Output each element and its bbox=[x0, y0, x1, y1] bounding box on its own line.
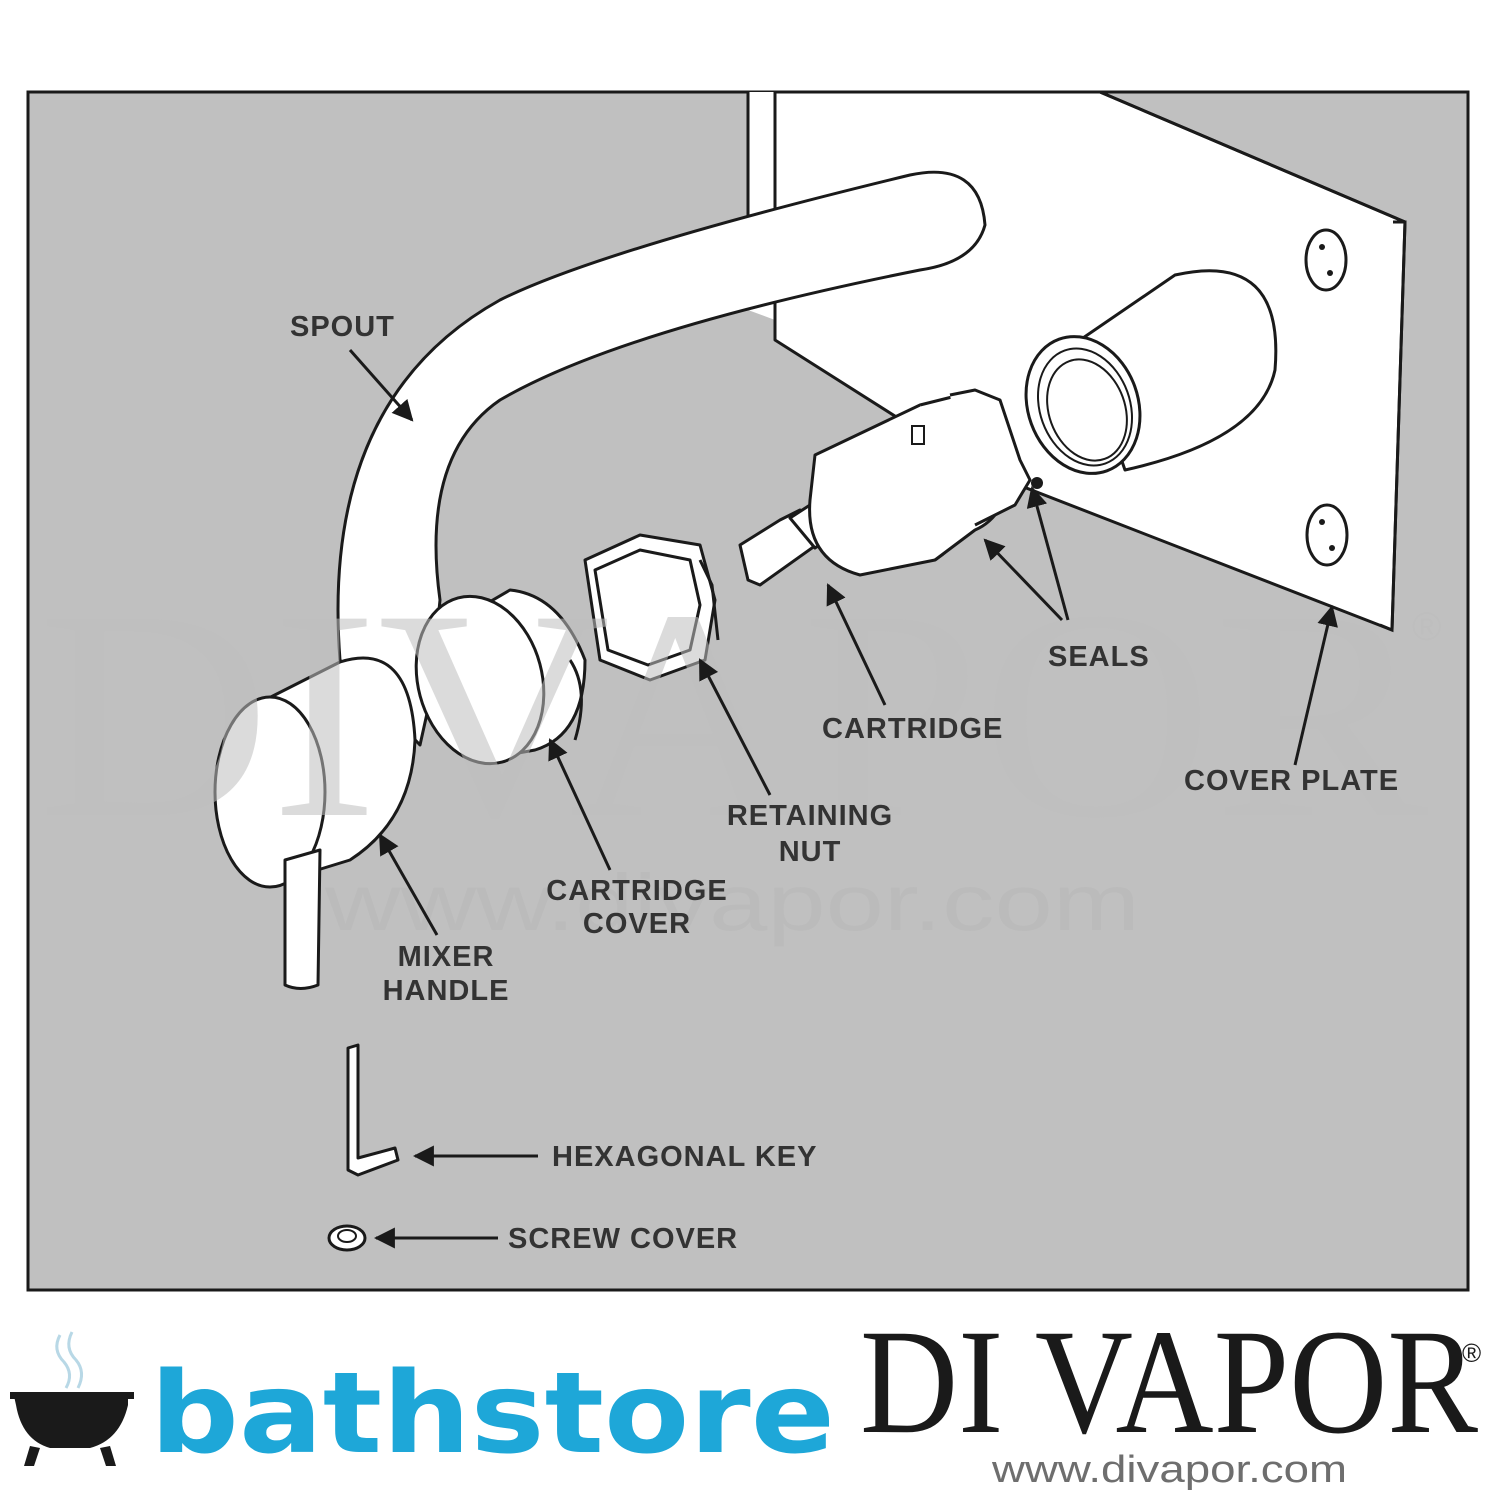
retaining-nut-leader bbox=[698, 658, 772, 796]
cartridge-cover-leader bbox=[548, 738, 612, 871]
bathstore-wordmark: bathstore bbox=[150, 1349, 835, 1479]
label-cover-plate: COVER PLATE bbox=[1184, 765, 1399, 797]
label-seals: SEALS bbox=[1048, 641, 1150, 673]
seals-leader-2 bbox=[1026, 485, 1070, 621]
hexagonal-key bbox=[346, 1043, 400, 1177]
seals-leader-1 bbox=[983, 538, 1064, 622]
watermark: DIVAPOR ® www.divapor.com bbox=[38, 548, 1441, 947]
cover-plate-fixing-hole-bottom bbox=[1305, 503, 1349, 567]
divapor-url: www.divapor.com bbox=[991, 1449, 1347, 1491]
mixer-handle-leader bbox=[378, 833, 439, 936]
leaders bbox=[348, 349, 1338, 1249]
bathstore-logo: bathstore bbox=[10, 1331, 835, 1479]
label-hexagonal-key: HEXAGONAL KEY bbox=[552, 1141, 817, 1173]
spout bbox=[336, 170, 987, 747]
cover-plate-fixing-hole-top bbox=[1304, 228, 1348, 292]
divapor-logo: DI VAPOR ® www.divapor.com bbox=[860, 1299, 1481, 1491]
bathtub-icon bbox=[10, 1331, 134, 1466]
watermark-brand: DIVAPOR bbox=[38, 548, 1430, 880]
spout-leader bbox=[348, 349, 414, 422]
cover-plate-side bbox=[1379, 220, 1407, 633]
divapor-wordmark: DI VAPOR bbox=[860, 1299, 1478, 1465]
cover-plate-top-edge bbox=[1099, 90, 1406, 224]
cartridge-cover bbox=[414, 588, 587, 766]
cartridge bbox=[738, 388, 1043, 587]
labels: SPOUT SEALS CARTRIDGE COVER PLATE RETAIN… bbox=[290, 311, 1399, 1255]
cover-plate-leader bbox=[1293, 604, 1338, 766]
label-mixer-handle-line1: MIXER bbox=[398, 941, 495, 973]
watermark-registered: ® bbox=[1412, 605, 1441, 649]
label-retaining-nut-line2: NUT bbox=[779, 836, 842, 868]
watermark-url: www.divapor.com bbox=[324, 858, 1140, 947]
retaining-nut bbox=[583, 533, 720, 682]
cartridge-leader bbox=[826, 583, 887, 706]
label-spout: SPOUT bbox=[290, 311, 395, 343]
label-mixer-handle-line2: HANDLE bbox=[383, 975, 510, 1007]
mixer-handle bbox=[213, 656, 417, 990]
label-screw-cover: SCREW COVER bbox=[508, 1223, 738, 1255]
label-cartridge-cover-line2: COVER bbox=[583, 908, 691, 940]
screw-cover bbox=[327, 1224, 367, 1252]
threaded-sleeve bbox=[1024, 269, 1278, 475]
label-cartridge: CARTRIDGE bbox=[822, 713, 1003, 745]
label-cartridge-cover-line1: CARTRIDGE bbox=[546, 875, 727, 907]
divapor-registered: ® bbox=[1462, 1338, 1481, 1368]
label-retaining-nut-line1: RETAINING bbox=[727, 800, 893, 832]
